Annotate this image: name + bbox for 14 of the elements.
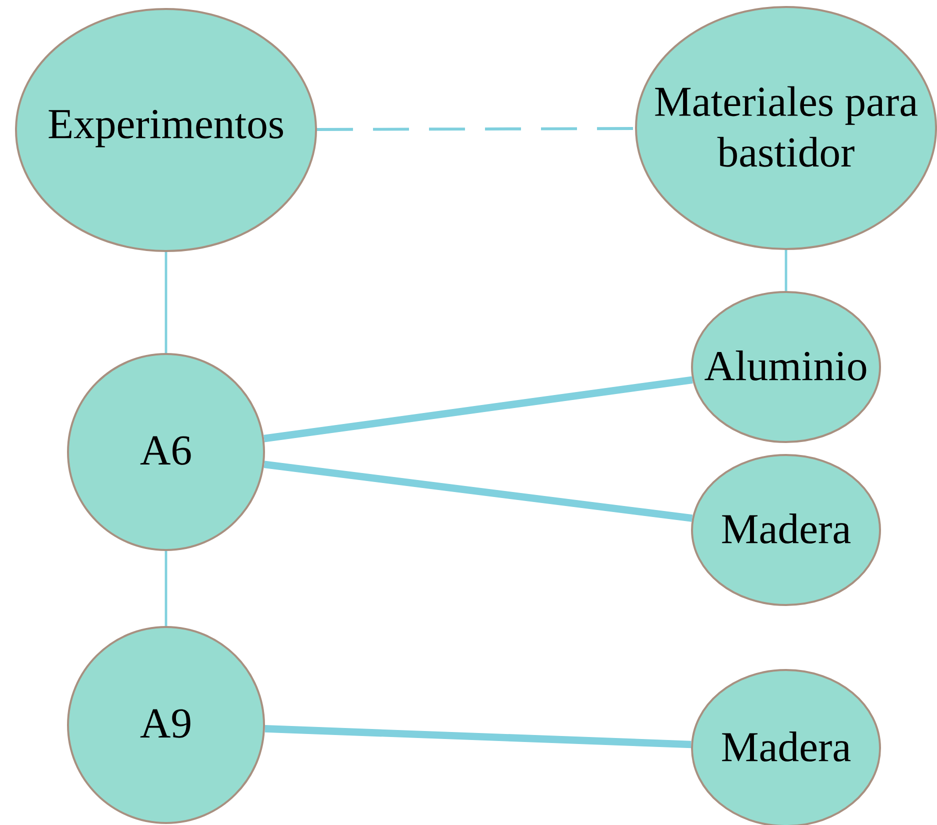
- circle-node: A6: [67, 353, 265, 551]
- connector-line: [264, 376, 693, 442]
- ellipse-node: Aluminio: [691, 291, 882, 443]
- connector-line: [164, 551, 168, 626]
- ellipse-node: Materiales para bastidor: [635, 6, 937, 250]
- connector-line: [784, 250, 788, 291]
- ellipse-node: Experimentos: [15, 8, 317, 252]
- ellipse-node: Madera: [691, 454, 882, 606]
- connector-line: [164, 252, 168, 353]
- connector-line: [264, 460, 693, 522]
- connector-line: [264, 725, 692, 748]
- ellipse-node: Madera: [691, 669, 882, 825]
- circle-node: A9: [67, 626, 265, 824]
- connector-line: [317, 127, 636, 131]
